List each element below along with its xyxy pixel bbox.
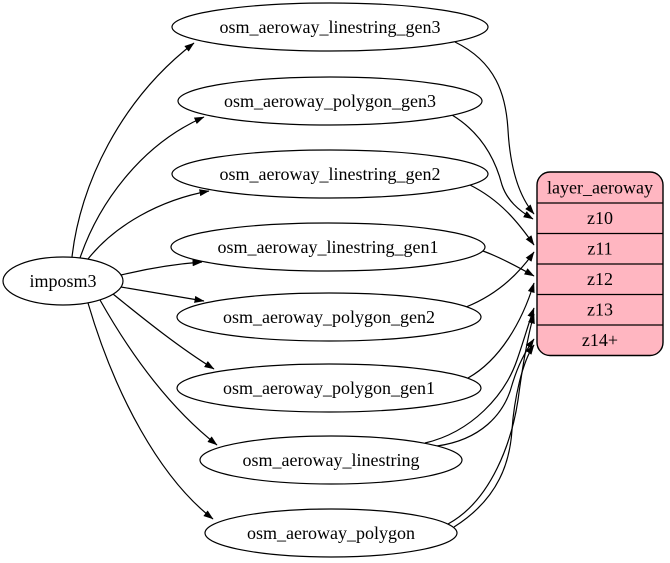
table-label: osm_aeroway_polygon — [247, 523, 415, 543]
edge-linestring-gen2-to-z11 — [469, 184, 535, 246]
edge-imposm3-to-linestring — [99, 299, 218, 446]
edge-polygon-gen1-to-z12 — [467, 282, 535, 379]
edge-imposm3-to-linestring-gen3 — [71, 42, 195, 258]
node-layer-aeroway: layer_aeroway z10 z11 z12 z13 z14+ — [536, 171, 664, 357]
node-osm-aeroway-polygon: osm_aeroway_polygon — [204, 508, 458, 558]
edge-imposm3-to-polygon — [87, 302, 214, 520]
table-label: osm_aeroway_linestring_gen1 — [218, 237, 439, 257]
node-osm-aeroway-linestring-gen3: osm_aeroway_linestring_gen3 — [171, 2, 489, 52]
row-z10: z10 — [587, 208, 613, 228]
edge-polygon-gen2-to-z11 — [465, 251, 535, 308]
edge-imposm3-to-polygon-gen2 — [120, 286, 205, 303]
imposm3-ellipse — [2, 256, 124, 306]
row-z13: z13 — [587, 300, 613, 320]
table-label: osm_aeroway_polygon_gen2 — [223, 307, 435, 327]
edge-imposm3-to-polygon-gen3 — [79, 116, 205, 259]
row-z11: z11 — [587, 239, 612, 259]
table-ellipse — [177, 76, 483, 126]
table-label: osm_aeroway_linestring — [243, 450, 420, 470]
row-z14plus: z14+ — [582, 330, 618, 350]
edge-polygon-to-z14plus — [453, 344, 535, 528]
table-ellipse — [176, 292, 482, 342]
edge-linestring-gen1-to-z12 — [482, 250, 535, 277]
edge-linestring-to-z13 — [424, 307, 535, 444]
table-ellipse — [171, 2, 489, 52]
table-ellipse — [170, 222, 486, 272]
table-label: osm_aeroway_linestring_gen2 — [220, 164, 441, 184]
node-osm-aeroway-linestring-gen2: osm_aeroway_linestring_gen2 — [171, 149, 489, 199]
edge-imposm3-to-linestring-gen2 — [87, 189, 210, 260]
node-osm-aeroway-linestring: osm_aeroway_linestring — [199, 435, 463, 485]
node-osm-aeroway-polygon-gen2: osm_aeroway_polygon_gen2 — [176, 292, 482, 342]
table-ellipse — [176, 363, 482, 413]
table-label: osm_aeroway_polygon_gen3 — [224, 91, 436, 111]
edges-from-imposm3 — [71, 42, 218, 520]
node-imposm3: imposm3 — [2, 256, 124, 306]
imposm3-label: imposm3 — [29, 271, 96, 291]
edge-linestring-gen3-to-z10 — [454, 41, 535, 215]
table-ellipse — [171, 149, 489, 199]
table-label: osm_aeroway_linestring_gen3 — [220, 17, 441, 37]
edges-to-layer-aeroway — [424, 41, 535, 528]
edge-linestring-to-z14plus — [436, 338, 535, 447]
edge-polygon-gen3-to-z10 — [451, 114, 534, 220]
row-z12: z12 — [587, 269, 613, 289]
node-osm-aeroway-polygon-gen3: osm_aeroway_polygon_gen3 — [177, 76, 483, 126]
table-label: osm_aeroway_polygon_gen1 — [223, 378, 435, 398]
node-osm-aeroway-linestring-gen1: osm_aeroway_linestring_gen1 — [170, 222, 486, 272]
edge-imposm3-to-polygon-gen1 — [112, 293, 215, 370]
edge-imposm3-to-linestring-gen1 — [120, 259, 203, 276]
node-osm-aeroway-polygon-gen1: osm_aeroway_polygon_gen1 — [176, 363, 482, 413]
layer-aeroway-title: layer_aeroway — [547, 178, 653, 198]
table-ellipse — [199, 435, 463, 485]
table-ellipse — [204, 508, 458, 558]
